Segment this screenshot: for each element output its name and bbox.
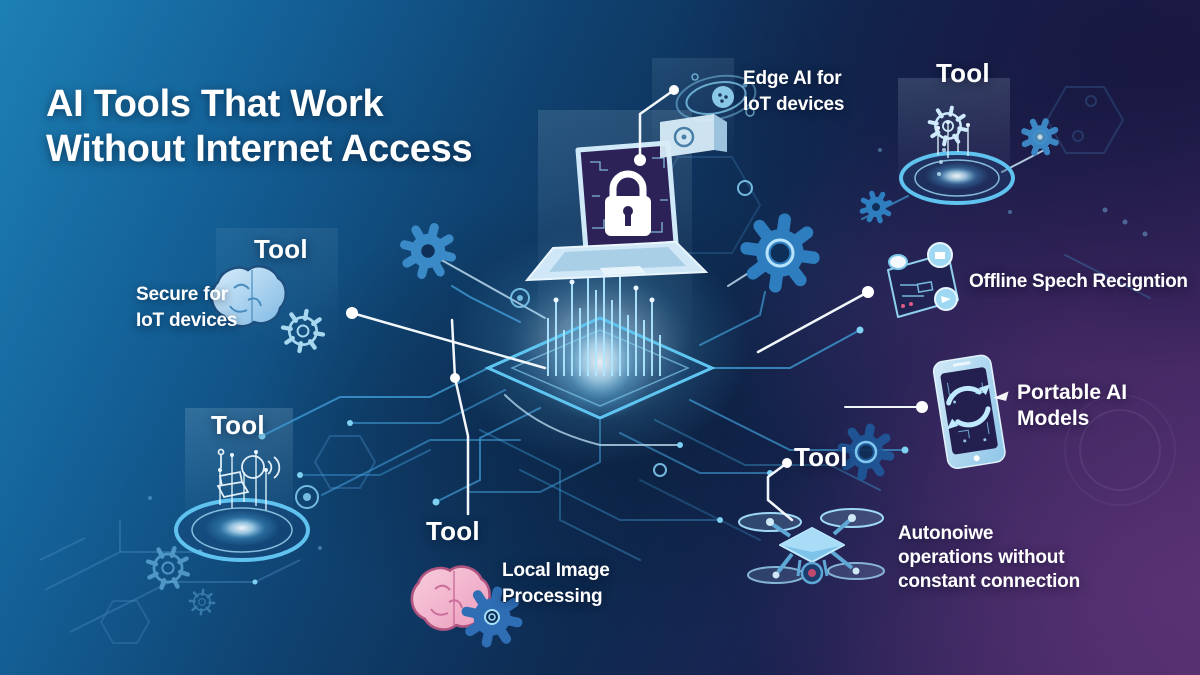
laptop-touchpad [600, 266, 646, 275]
autonomous-line-3: constant connection [898, 571, 1080, 592]
voice-assistant-hologram-icon [216, 448, 281, 499]
brain-gear-icon [210, 265, 327, 354]
sync-arrows-icon [946, 385, 991, 428]
speech-recognition-board-icon [887, 242, 959, 318]
gear-icon [142, 542, 194, 594]
label-portable-ai: Portable AI Models [1017, 380, 1127, 432]
background-circuit-decor [39, 86, 1176, 644]
gear-icon [187, 587, 217, 617]
gear-icon [742, 215, 818, 291]
label-local-image: Local Image Processing [502, 558, 610, 610]
heading-tool-left-lower: Tool [211, 410, 265, 440]
label-secure-iot: Secure for IoT devices [136, 282, 237, 334]
portable-line-1: Portable AI [1017, 381, 1128, 404]
padlock-icon [605, 170, 651, 236]
secure-line-2: IoT devices [136, 310, 238, 331]
edge-ai-line-2: IoT devices [743, 94, 845, 115]
autonomous-line-2: operations without [898, 547, 1065, 568]
drone-icon [738, 508, 885, 585]
portable-line-2: Models [1017, 407, 1090, 430]
laptop-padlock-icon [524, 140, 709, 282]
label-offline-speech: Offline Spech Recigntion [969, 271, 1188, 292]
screen-circuit-traces [590, 157, 668, 233]
title-line-2: Without Internet Access [46, 128, 473, 170]
heading-tool-secure: Tool [254, 234, 308, 264]
label-edge-ai: Edge AI for IoT devices [743, 66, 844, 118]
page-title: AI Tools That Work Without Internet Acce… [46, 82, 473, 172]
gear-icon [857, 188, 896, 227]
heading-tool-drone: Tool [794, 442, 848, 472]
connector-lines [350, 88, 923, 522]
chip-riser-lines [547, 252, 661, 376]
edge-ai-line-1: Edge AI for [743, 68, 842, 89]
smartphone-sync-icon [932, 354, 1009, 469]
local-image-line-1: Local Image [502, 560, 610, 581]
heading-tool-local-image: Tool [426, 516, 480, 546]
secure-line-1: Secure for [136, 284, 228, 305]
center-chip-glow [450, 225, 750, 465]
autonomous-line-1: Autonoiwe [898, 523, 994, 544]
edge-camera-device-icon [660, 73, 757, 158]
heading-tool-top-right: Tool [936, 58, 990, 88]
gears [142, 116, 1062, 617]
title-line-1: AI Tools That Work [46, 83, 384, 125]
gear-icon [398, 221, 458, 281]
local-image-line-2: Processing [502, 586, 603, 607]
connector-dots [346, 85, 928, 468]
label-autonomous: Autonoiwe operations without constant co… [898, 522, 1080, 594]
platform-top-right [899, 101, 1015, 205]
pink-brain-gear-icon [410, 565, 523, 648]
